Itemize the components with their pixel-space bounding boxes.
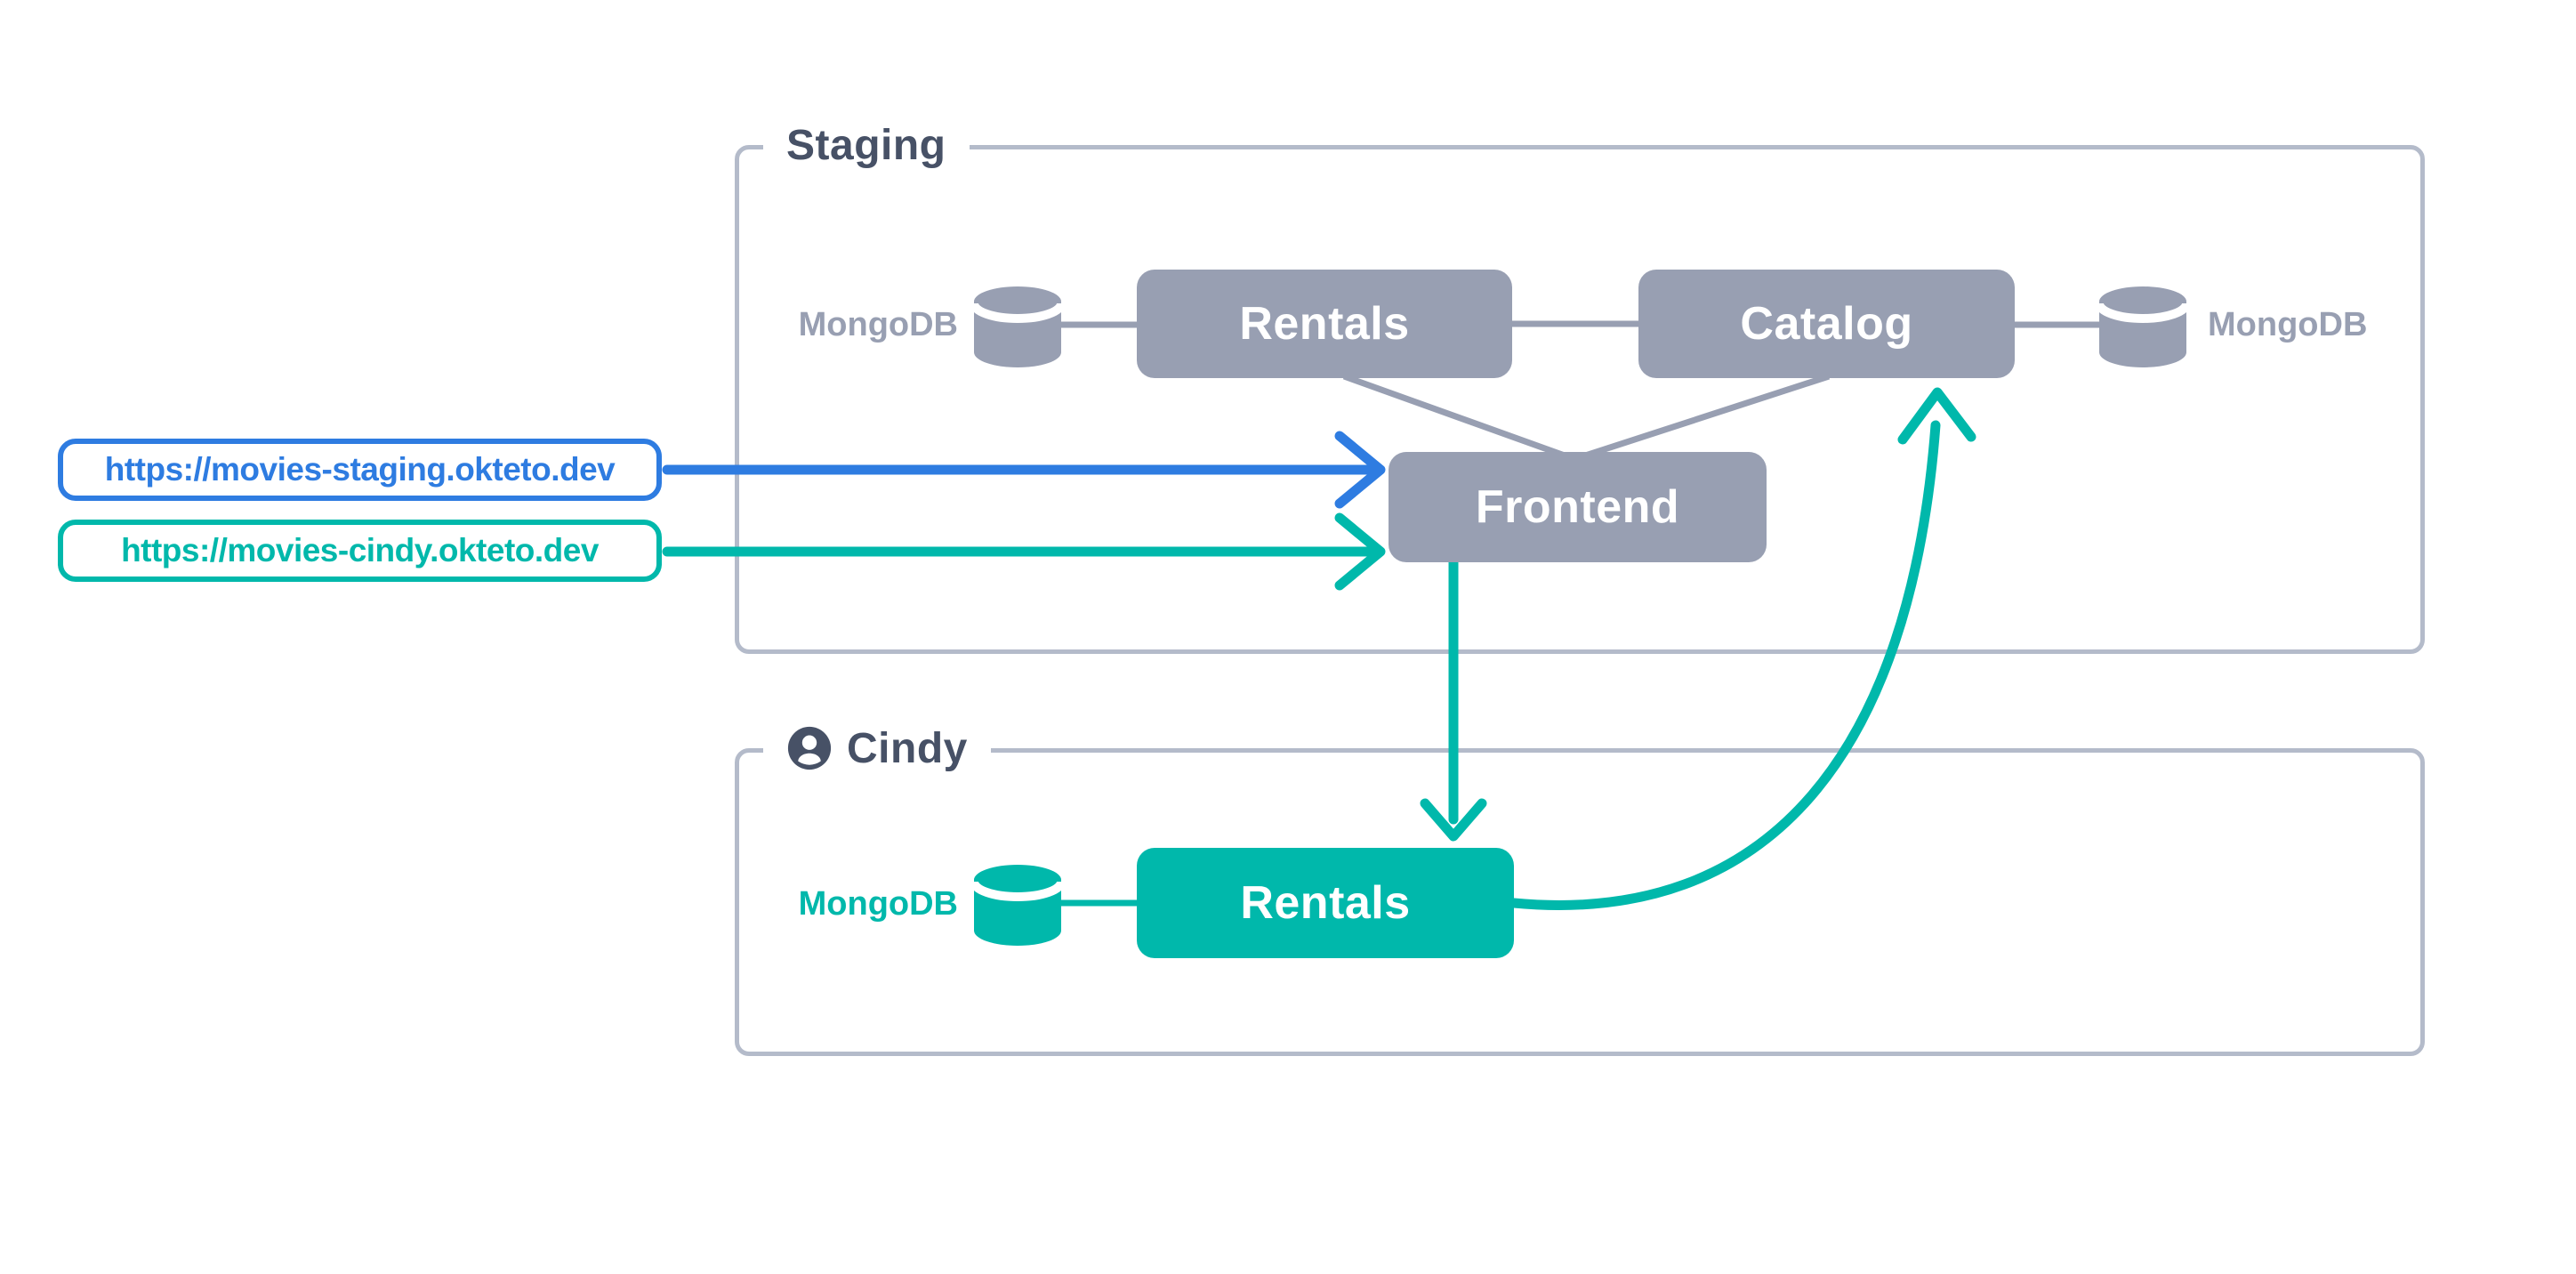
staging-environment-box	[735, 145, 2425, 654]
staging-mongodb-left-label: MongoDB	[798, 306, 958, 343]
cindy-environment-box	[735, 748, 2425, 1056]
cindy-rentals-service-node: Rentals	[1137, 848, 1514, 958]
user-avatar-icon	[787, 726, 832, 770]
cindy-mongodb-label: MongoDB	[798, 885, 958, 923]
cindy-label-text: Cindy	[847, 724, 968, 772]
staging-catalog-label: Catalog	[1740, 298, 1913, 350]
staging-mongodb-right-label: MongoDB	[2208, 306, 2368, 343]
staging-catalog-service-node: Catalog	[1638, 270, 2015, 378]
staging-url-pill: https://movies-staging.okteto.dev	[58, 439, 662, 501]
cindy-url-text: https://movies-cindy.okteto.dev	[121, 532, 599, 568]
staging-rentals-label: Rentals	[1239, 298, 1410, 350]
staging-frontend-label: Frontend	[1475, 481, 1680, 533]
cindy-environment-label: Cindy	[763, 716, 991, 780]
staging-label-text: Staging	[786, 121, 946, 169]
staging-environment-label: Staging	[763, 113, 970, 177]
cindy-rentals-label: Rentals	[1240, 877, 1411, 929]
staging-url-text: https://movies-staging.okteto.dev	[104, 451, 616, 488]
cindy-url-pill: https://movies-cindy.okteto.dev	[58, 520, 662, 582]
staging-frontend-service-node: Frontend	[1389, 452, 1767, 562]
staging-rentals-service-node: Rentals	[1137, 270, 1512, 378]
